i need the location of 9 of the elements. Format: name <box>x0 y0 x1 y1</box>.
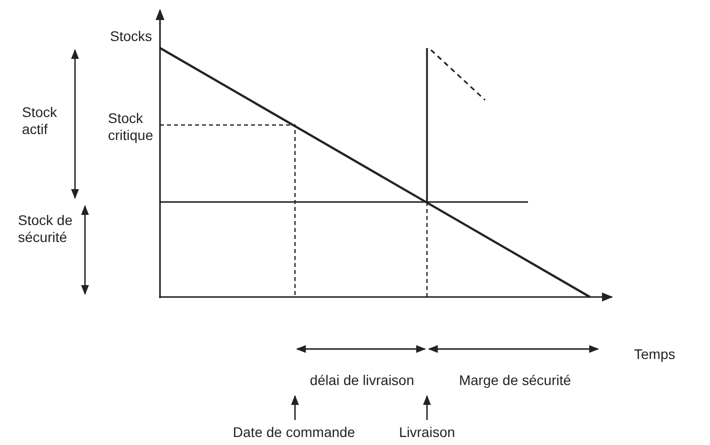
annotation-text: Livraison <box>398 424 456 441</box>
dimension-label: Stock de sécurité <box>18 212 74 246</box>
axis-label: Stocks <box>110 28 152 45</box>
axis-label: Temps <box>634 346 676 363</box>
annotation-text: Date de commande <box>232 424 356 441</box>
dimension-label: délai de livraison <box>308 372 416 389</box>
dimension-label: Stock actif <box>22 104 58 138</box>
axis-value-label: Stock critique <box>108 110 154 144</box>
dimension-label: Marge de sécurité <box>458 372 572 389</box>
